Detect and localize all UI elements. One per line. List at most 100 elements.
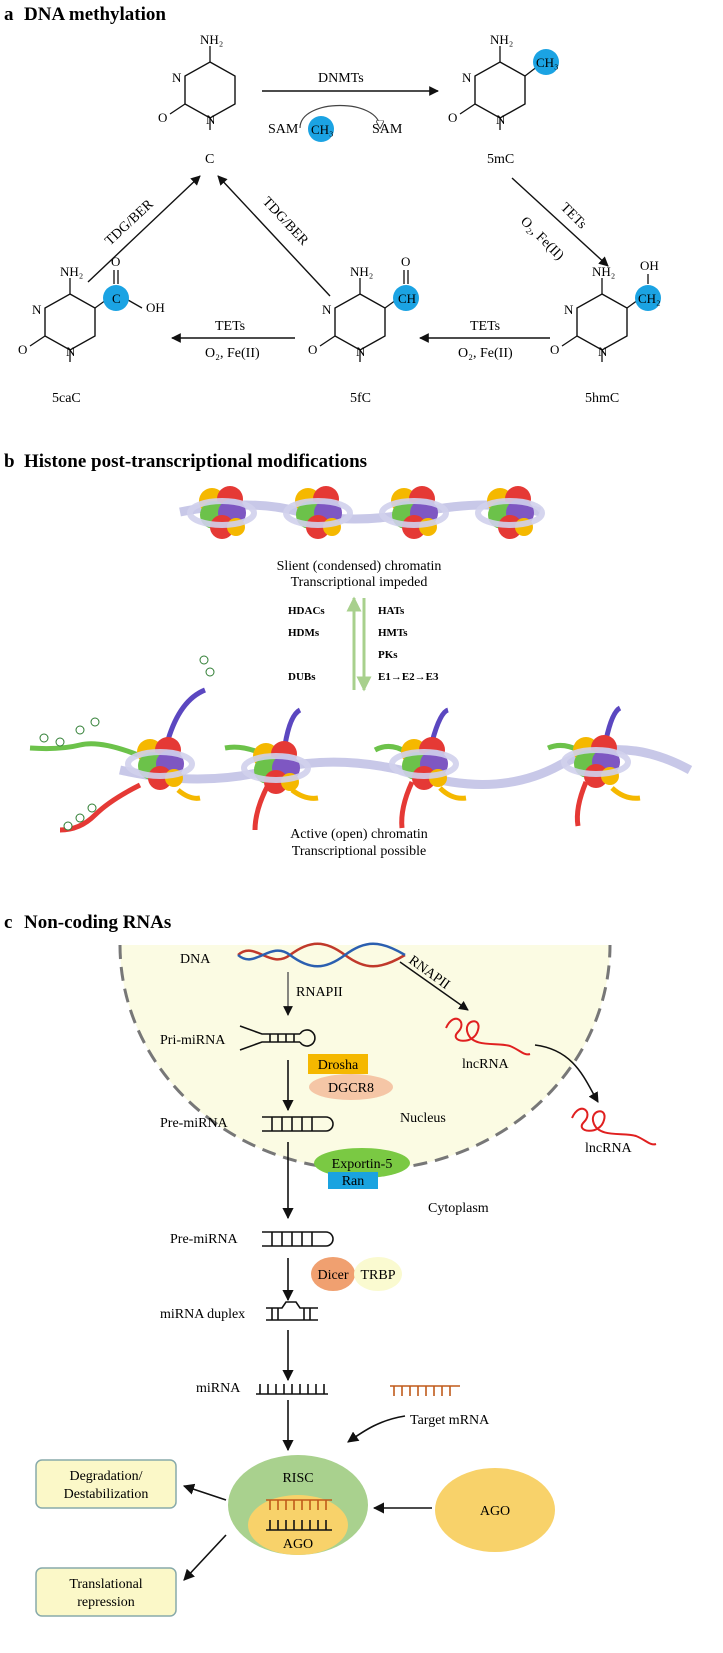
compound-label-5fc: 5fC [350,391,371,406]
ran-label: Ran [342,1174,365,1189]
pri-mirna-label: Pri-miRNA [160,1033,226,1048]
atom-label: N [462,70,472,85]
arrow-to-degradation [182,1483,227,1501]
panel-a-letter: a [4,4,14,25]
atom-label: OH [640,258,659,273]
risc-mirna-shape [266,1520,332,1531]
dgcr8-label: DGCR8 [328,1081,374,1096]
condensed-label-line1: Slient (condensed) chromatin [277,559,442,574]
nucleosome [379,486,449,539]
molecule-5hmc: CH₂ OH NH₂ N O N [550,258,661,362]
atom-label: O [401,254,410,269]
dicer-ellipse [311,1257,355,1291]
enzyme-label-right: HMTs [378,627,408,639]
open-label-line2: Transcriptional possible [292,844,426,859]
drosha-box [308,1054,368,1074]
nucleosome [125,737,195,790]
pre-mirna-label-2: Pre-miRNA [170,1232,239,1247]
ago-outer-ellipse [435,1468,555,1552]
pre-mirna-shape-1 [262,1116,334,1132]
exportin-ellipse [314,1148,410,1178]
mirna-duplex-label: miRNA duplex [160,1307,245,1322]
atom-label: O [111,254,120,269]
arrow-mrna-to-risc [347,1415,406,1443]
enzyme-label-left: DUBs [288,671,316,683]
atom-label: NH₂ [200,32,223,47]
panel-c-title: Non-coding RNAs [24,912,171,933]
enzyme-label-right: E1→E2→E3 [378,671,439,683]
compound-label-5cac: 5caC [52,391,81,406]
atom-label: N [322,302,332,317]
atom-label: CH [398,291,416,306]
ago-outer-label: AGO [480,1504,510,1519]
mirna-label: miRNA [196,1381,241,1396]
lncrna-label-2: lncRNA [585,1141,633,1156]
risc-label: RISC [282,1471,313,1486]
dnmts-label: DNMTs [318,71,364,86]
degradation-label-line1: Degradation/ [69,1469,142,1484]
trbp-label: TRBP [360,1268,395,1283]
atom-label: NH₂ [60,264,83,279]
atom-label: NH₂ [592,264,615,279]
mirna-shape [256,1384,328,1395]
atom-label: O [308,342,317,357]
atom-label: O [158,110,167,125]
carboxyl-highlight [103,285,129,311]
atom-label: N [496,112,506,127]
ran-box [328,1172,378,1189]
dna-helix [237,942,406,968]
dgcr8-ellipse [309,1074,393,1100]
translational-box [35,1567,177,1617]
compound-label-c: C [205,152,214,167]
tdg-ber-label-1: TDG/BER [102,197,157,249]
atom-label: C [112,291,121,306]
atom-label: N [172,70,182,85]
compound-label-5hmc: 5hmC [585,391,619,406]
methyl-highlight [533,49,559,75]
degradation-label-line2: Destabilization [64,1487,149,1502]
open-chromatin [29,655,693,833]
nucleosome [283,486,353,539]
enzyme-label-left: HDMs [288,627,320,639]
atom-label: N [564,302,574,317]
dicer-label: Dicer [317,1268,348,1283]
sam-methyl-highlight [308,116,334,142]
hydroxymethyl-highlight [635,285,661,311]
translational-label-line2: repression [77,1595,135,1610]
atom-label: N [66,344,76,359]
rnapii-label-1: RNAPII [296,985,343,1000]
molecule-5fc: CH O NH₂ N O N [308,254,419,362]
atom-label: NH₂ [350,264,373,279]
molecule-5cac: C O OH NH₂ N O N [18,254,165,362]
tets-label-1: TETs [557,200,589,232]
sam-product-label: SAM [372,122,403,137]
panel-a-title: DNA methylation [24,4,166,25]
nucleus-label: Nucleus [400,1111,446,1126]
formyl-highlight [393,285,419,311]
nucleosome [475,486,545,539]
enzyme-label-left: HDACs [288,605,325,617]
molecule-cytosine: NH₂ N O N [158,32,236,130]
pri-mirna-shape [239,1025,316,1051]
condensed-chromatin [179,486,545,539]
sam-curved-arrow [299,104,380,129]
nucleosome [187,486,257,539]
tets-label-2: TETs [470,319,500,334]
lncrna-nucleus-shape [445,1017,531,1056]
degradation-box [35,1459,177,1509]
open-label-line1: Active (open) chromatin [290,827,428,842]
cytoplasm-label: Cytoplasm [428,1201,489,1216]
tets-label-3: TETs [215,319,245,334]
ago-inner-ellipse [248,1495,348,1555]
atom-label: CH₂ [638,291,661,306]
drosha-label: Drosha [318,1058,359,1073]
enzyme-label-right: HATs [378,605,405,617]
panel-b: b Histone post-transcriptional modificat… [4,451,693,859]
atom-label: N [598,344,608,359]
arrow-lncrna-export [534,1044,599,1103]
target-mrna-shape [390,1385,460,1396]
molecule-5mc: CH₃ NH₂ N O N [448,32,559,130]
sam-donor-label: SAM [268,122,299,137]
tets-arrow-1 [511,177,609,267]
